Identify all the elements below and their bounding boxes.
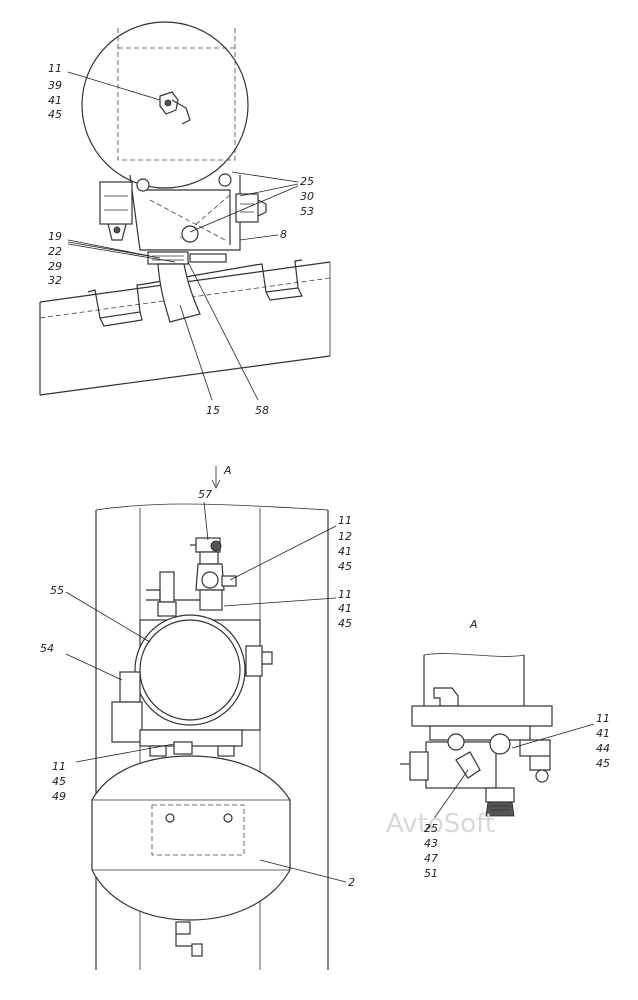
label: 55 <box>50 584 64 597</box>
callout-top-3: 8 <box>280 228 287 241</box>
callout-top-2: 25 30 53 <box>300 175 314 218</box>
label: 53 <box>300 205 314 218</box>
label: 2 <box>348 876 355 889</box>
label: 43 <box>424 837 438 850</box>
valve-right <box>235 193 267 223</box>
callout-top-5: 15 <box>206 404 220 417</box>
receiver-fitting <box>159 91 191 125</box>
label: 11 <box>596 712 610 725</box>
tank-2 <box>91 755 291 957</box>
view-arrow-label: A <box>223 464 232 477</box>
label: 41 <box>338 545 352 558</box>
label: 15 <box>206 404 220 417</box>
label: 39 <box>48 79 62 92</box>
label: 12 <box>338 530 352 543</box>
label: 58 <box>255 404 269 417</box>
label: 11 <box>338 588 352 601</box>
label: 30 <box>300 190 314 203</box>
label: 57 <box>198 488 212 501</box>
label: 45 <box>596 757 610 770</box>
label: 49 <box>52 790 66 803</box>
callout-top-6: 58 <box>255 404 269 417</box>
callout-main-6: 11 45 49 <box>52 760 66 803</box>
callout-main-7: 2 <box>348 876 355 889</box>
label: 22 <box>48 245 62 258</box>
label: 41 <box>48 94 62 107</box>
label: 44 <box>596 742 610 755</box>
label: 11 <box>48 62 62 75</box>
callout-top-1: 11 39 41 45 <box>48 62 62 121</box>
pipe-left <box>146 571 200 617</box>
callout-main-1: 57 <box>198 488 212 501</box>
callout-det-2: 25 43 47 51 <box>424 822 438 880</box>
callout-main-5: 54 <box>40 642 54 655</box>
label: 11 <box>338 514 352 527</box>
receiver-55 <box>134 614 246 726</box>
callout-main-2: 11 12 41 45 <box>338 514 352 573</box>
label: 47 <box>424 852 438 865</box>
label: 25 <box>424 822 438 835</box>
label: 11 <box>52 760 66 773</box>
label: 54 <box>40 642 54 655</box>
label: 45 <box>338 617 352 630</box>
label: 45 <box>48 108 62 121</box>
callout-top-4: 19 22 29 32 <box>48 230 62 287</box>
main-view: A <box>65 464 347 970</box>
label: 45 <box>338 560 352 573</box>
label: 25 <box>300 175 314 188</box>
callout-main-4: 55 <box>50 584 64 597</box>
detail-title: A <box>469 618 478 631</box>
valve-left <box>99 181 133 241</box>
top-view <box>39 21 331 401</box>
label: 29 <box>48 260 62 273</box>
label: 19 <box>48 230 62 243</box>
label: 32 <box>48 274 62 287</box>
callout-main-3: 11 41 45 <box>338 588 352 630</box>
label: 41 <box>338 602 352 615</box>
detail-view-a: A AvtoSoft <box>386 618 595 839</box>
callout-det-1: 11 41 44 45 <box>596 712 610 770</box>
valve-57 <box>190 537 237 611</box>
watermark: AvtoSoft <box>386 809 495 839</box>
label: 8 <box>280 228 287 241</box>
label: 45 <box>52 775 66 788</box>
label: 51 <box>424 867 438 880</box>
label: 41 <box>596 727 610 740</box>
